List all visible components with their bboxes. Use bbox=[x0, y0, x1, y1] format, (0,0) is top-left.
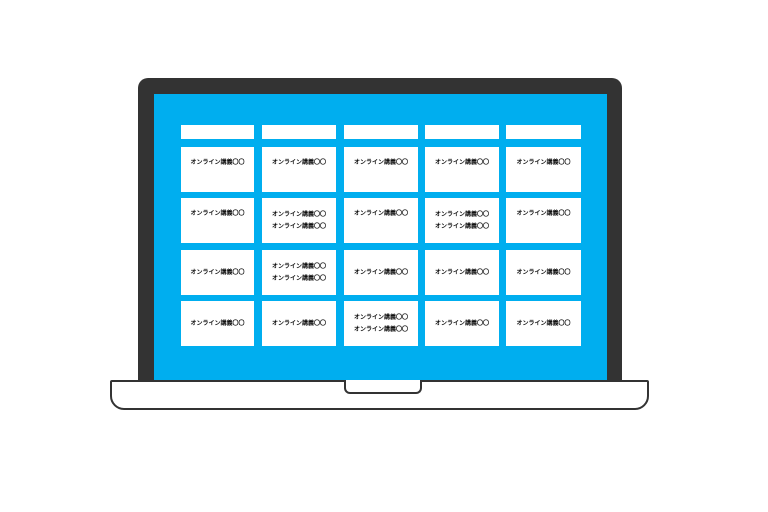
lecture-label: オンライン講義〇〇 bbox=[434, 222, 489, 230]
column-header bbox=[506, 125, 581, 139]
schedule-cell: オンライン講義〇〇 bbox=[344, 198, 418, 243]
schedule-cell: オンライン講義〇〇 bbox=[506, 301, 581, 346]
lecture-label: オンライン講義〇〇 bbox=[271, 319, 326, 327]
schedule-cell: オンライン講義〇〇 bbox=[506, 198, 581, 243]
schedule-cell: オンライン講義〇〇 bbox=[181, 301, 254, 346]
lecture-label: オンライン講義〇〇 bbox=[271, 159, 326, 166]
lecture-label: オンライン講義〇〇 bbox=[353, 210, 408, 217]
lecture-label: オンライン講義〇〇 bbox=[516, 159, 571, 166]
lecture-label: オンライン講義〇〇 bbox=[353, 325, 408, 333]
schedule-cell: オンライン講義〇〇 bbox=[262, 147, 336, 192]
lecture-label: オンライン講義〇〇 bbox=[434, 319, 489, 327]
lecture-label: オンライン講義〇〇 bbox=[271, 210, 326, 218]
lecture-label: オンライン講義〇〇 bbox=[434, 210, 489, 218]
schedule-cell: オンライン講義〇〇オンライン講義〇〇 bbox=[262, 198, 336, 243]
schedule-cell: オンライン講義〇〇 bbox=[181, 198, 254, 243]
lecture-label: オンライン講義〇〇 bbox=[190, 159, 245, 166]
schedule-cell: オンライン講義〇〇オンライン講義〇〇 bbox=[344, 301, 418, 346]
lecture-label: オンライン講義〇〇 bbox=[516, 210, 571, 217]
schedule-cell: オンライン講義〇〇 bbox=[344, 147, 418, 192]
column-header bbox=[262, 125, 336, 139]
schedule-cell: オンライン講義〇〇 bbox=[262, 301, 336, 346]
lecture-label: オンライン講義〇〇 bbox=[516, 268, 571, 276]
lecture-label: オンライン講義〇〇 bbox=[353, 313, 408, 321]
lecture-label: オンライン講義〇〇 bbox=[271, 262, 326, 270]
lecture-label: オンライン講義〇〇 bbox=[190, 210, 245, 217]
lecture-label: オンライン講義〇〇 bbox=[353, 159, 408, 166]
schedule-cell: オンライン講義〇〇 bbox=[425, 301, 499, 346]
lecture-label: オンライン講義〇〇 bbox=[271, 222, 326, 230]
column-header bbox=[425, 125, 499, 139]
schedule-cell: オンライン講義〇〇 bbox=[506, 250, 581, 295]
schedule-cell: オンライン講義〇〇 bbox=[344, 250, 418, 295]
schedule-cell: オンライン講義〇〇 bbox=[506, 147, 581, 192]
schedule-cell: オンライン講義〇〇 bbox=[181, 147, 254, 192]
schedule-cell: オンライン講義〇〇オンライン講義〇〇 bbox=[262, 250, 336, 295]
lecture-label: オンライン講義〇〇 bbox=[271, 274, 326, 282]
schedule-cell: オンライン講義〇〇 bbox=[425, 147, 499, 192]
schedule-cell: オンライン講義〇〇 bbox=[181, 250, 254, 295]
schedule-cell: オンライン講義〇〇 bbox=[425, 250, 499, 295]
laptop-trackpad-notch bbox=[344, 380, 422, 394]
lecture-label: オンライン講義〇〇 bbox=[190, 268, 245, 276]
schedule-grid: オンライン講義〇〇オンライン講義〇〇オンライン講義〇〇オンライン講義〇〇オンライ… bbox=[181, 125, 581, 347]
column-header bbox=[344, 125, 418, 139]
lecture-label: オンライン講義〇〇 bbox=[516, 319, 571, 327]
column-header bbox=[181, 125, 254, 139]
schedule-cell: オンライン講義〇〇オンライン講義〇〇 bbox=[425, 198, 499, 243]
lecture-label: オンライン講義〇〇 bbox=[434, 268, 489, 276]
lecture-label: オンライン講義〇〇 bbox=[434, 159, 489, 166]
lecture-label: オンライン講義〇〇 bbox=[190, 319, 245, 327]
lecture-label: オンライン講義〇〇 bbox=[353, 268, 408, 276]
